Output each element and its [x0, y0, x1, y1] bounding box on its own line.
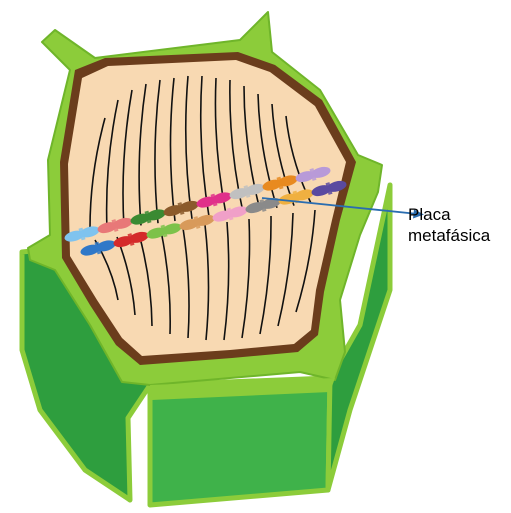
chromatid — [128, 231, 149, 243]
spindle-fiber — [160, 230, 171, 335]
metaphase-plate-label: Placa metafásica — [408, 204, 508, 246]
chromatid — [229, 188, 250, 200]
chromosome — [113, 231, 149, 248]
chromatid — [196, 196, 217, 208]
cell-wall-front-edge — [150, 378, 335, 400]
chromatid — [130, 213, 151, 225]
chromosome — [245, 197, 281, 214]
chromatid — [179, 219, 200, 231]
spindle-fiber — [138, 83, 147, 226]
spindle-fiber — [243, 85, 261, 211]
centromere — [160, 224, 168, 238]
chromatid — [113, 236, 134, 248]
centromere — [193, 216, 201, 229]
centromere — [325, 182, 333, 195]
chromatid — [260, 197, 281, 209]
centromere — [292, 190, 300, 204]
centromere — [276, 176, 284, 190]
chromosome — [179, 214, 215, 231]
chromosome — [311, 180, 347, 197]
chromosome — [64, 226, 100, 242]
chromosome — [80, 240, 116, 256]
centromere — [259, 199, 267, 212]
spindle-fiber — [182, 227, 190, 339]
spindle-fiber — [257, 93, 278, 209]
chromatid — [194, 214, 215, 226]
spindle-fiber — [154, 79, 161, 224]
metaphase-plate — [64, 166, 347, 256]
chromosome — [295, 166, 331, 183]
chromatid — [145, 209, 166, 221]
spindle-fiber — [259, 215, 272, 335]
chromosome — [262, 175, 298, 191]
chromosome — [212, 206, 248, 222]
chromatid — [277, 175, 298, 187]
centromere — [127, 233, 135, 246]
centromere — [144, 210, 152, 224]
chromosome — [196, 192, 232, 208]
spindle-fiber — [241, 218, 251, 339]
chromatid — [95, 240, 116, 252]
centromere — [210, 193, 218, 207]
chromatid — [295, 171, 316, 183]
chromatid — [293, 189, 314, 201]
chromosome — [229, 183, 265, 200]
centromere — [177, 202, 185, 215]
chromatid — [161, 223, 182, 235]
chromatid — [97, 222, 118, 234]
chromosome — [97, 217, 133, 234]
chromatid — [311, 185, 332, 197]
chromatid — [146, 227, 167, 239]
spindle-fiber — [89, 117, 106, 233]
centromere — [243, 185, 251, 198]
label-line-2: metafásica — [408, 226, 491, 245]
chromatid — [244, 183, 265, 195]
chromatid — [112, 217, 133, 229]
centromere — [111, 219, 119, 232]
chromatid — [310, 166, 331, 178]
centromere — [94, 241, 102, 255]
pointer-arrow — [261, 197, 424, 219]
chromosome — [130, 209, 166, 225]
spindle-fiber — [277, 212, 294, 327]
spindle-fiber — [169, 77, 176, 222]
spindle-fiber — [223, 221, 230, 341]
chromatid — [80, 244, 101, 256]
chromatid — [262, 179, 283, 191]
cell-wall-right-face — [325, 182, 393, 493]
centromere — [309, 168, 317, 181]
centromere — [226, 207, 234, 221]
chromatid — [79, 226, 100, 238]
chromatid — [211, 192, 232, 204]
chromatid — [163, 205, 184, 217]
label-line-1: Placa — [408, 205, 451, 224]
chromatid — [64, 230, 85, 242]
centromere — [78, 227, 86, 241]
spindle-fiber — [122, 89, 133, 228]
spindle-fiber — [138, 233, 153, 327]
chromatid — [326, 180, 347, 192]
chromatid — [245, 202, 266, 214]
spindle-fiber — [105, 99, 119, 230]
spindle-fiber — [295, 209, 316, 313]
chromosome — [163, 200, 199, 217]
chromatid — [178, 200, 199, 212]
chromatid — [227, 206, 248, 218]
chromatid — [212, 210, 233, 222]
chromosome — [146, 223, 182, 239]
spindle-fiber — [204, 224, 210, 341]
